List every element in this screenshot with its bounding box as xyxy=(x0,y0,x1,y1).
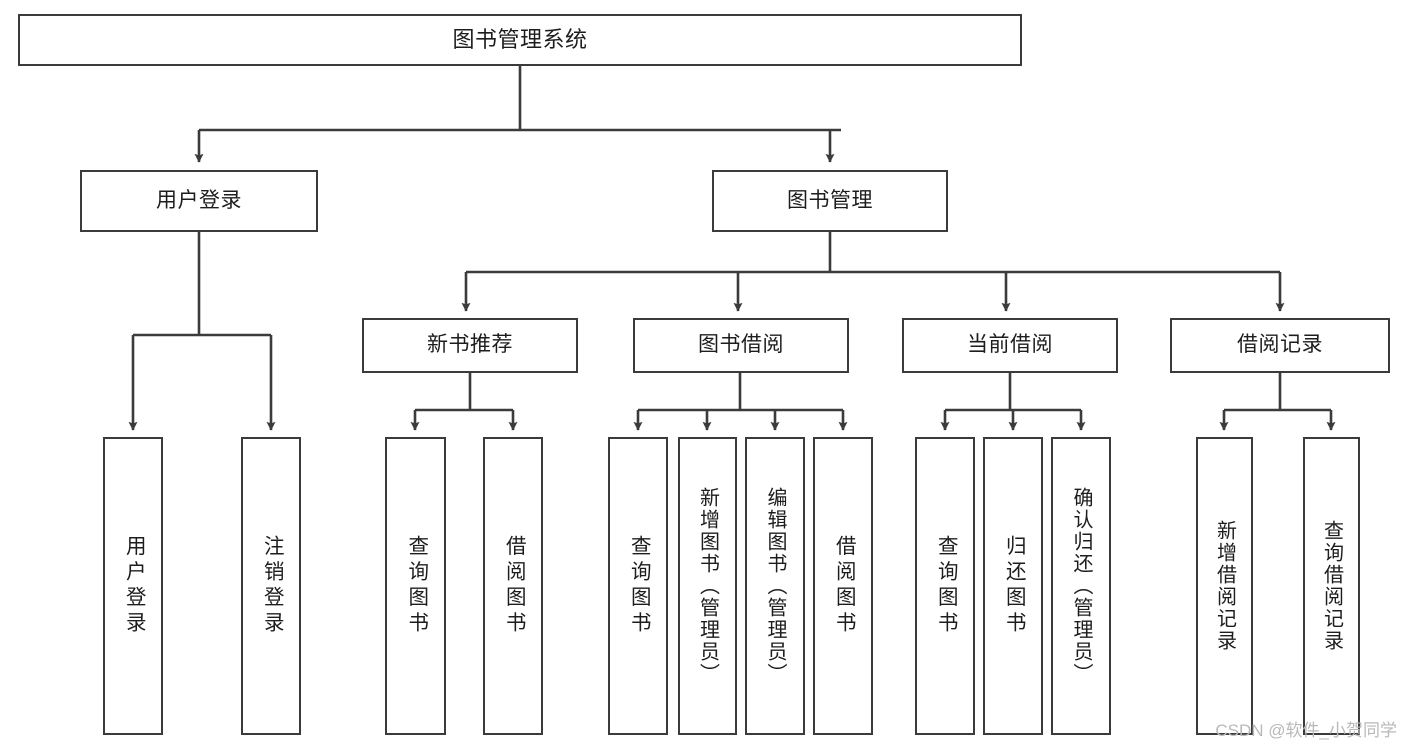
csdn-watermark: CSDN @软件_小贺同学 xyxy=(1215,721,1397,740)
node-leaf-query-book-1[interactable]: 查询图书 xyxy=(385,437,446,735)
node-label: 注销登录 xyxy=(260,535,284,637)
node-leaf-query-book-2[interactable]: 查询图书 xyxy=(608,437,668,735)
node-leaf-borrow-book-2[interactable]: 借阅图书 xyxy=(813,437,873,735)
node-label: 借阅图书 xyxy=(832,535,856,637)
node-label: 借阅图书 xyxy=(502,535,526,637)
node-leaf-add-record[interactable]: 新增借阅记录 xyxy=(1196,437,1253,735)
node-label: 用户登录 xyxy=(122,535,146,637)
node-leaf-add-book[interactable]: 新增图书（管理员） xyxy=(678,437,737,735)
node-label: 用户登录 xyxy=(156,188,242,212)
node-leaf-query-record[interactable]: 查询借阅记录 xyxy=(1303,437,1360,735)
node-label: 图书借阅 xyxy=(698,333,784,357)
node-label: 图书管理 xyxy=(787,188,873,212)
node-root-book-management-system[interactable]: 图书管理系统 xyxy=(18,14,1022,66)
node-label: 归还图书 xyxy=(1002,535,1026,637)
node-label: 新书推荐 xyxy=(427,333,513,357)
node-label: 查询借阅记录 xyxy=(1320,520,1343,652)
node-label: 新增借阅记录 xyxy=(1213,520,1236,652)
node-label: 图书管理系统 xyxy=(452,27,588,53)
node-leaf-user-login[interactable]: 用户登录 xyxy=(103,437,163,735)
node-leaf-edit-book[interactable]: 编辑图书（管理员） xyxy=(745,437,805,735)
node-leaf-logout[interactable]: 注销登录 xyxy=(241,437,301,735)
node-book-management[interactable]: 图书管理 xyxy=(712,170,948,232)
node-label: 查询图书 xyxy=(627,535,651,637)
node-leaf-borrow-book-1[interactable]: 借阅图书 xyxy=(483,437,543,735)
node-leaf-return-book[interactable]: 归还图书 xyxy=(983,437,1043,735)
node-new-book-recommend[interactable]: 新书推荐 xyxy=(362,318,578,373)
node-label: 借阅记录 xyxy=(1237,333,1323,357)
node-label: 查询图书 xyxy=(404,535,428,637)
node-leaf-confirm-return[interactable]: 确认归还（管理员） xyxy=(1051,437,1111,735)
node-borrow-record[interactable]: 借阅记录 xyxy=(1170,318,1390,373)
node-user-login[interactable]: 用户登录 xyxy=(80,170,318,232)
node-current-borrow[interactable]: 当前借阅 xyxy=(902,318,1118,373)
node-label: 确认归还（管理员） xyxy=(1070,487,1092,685)
node-label: 当前借阅 xyxy=(967,333,1053,357)
node-label: 查询图书 xyxy=(934,535,958,637)
node-label: 新增图书（管理员） xyxy=(696,487,719,685)
node-leaf-query-book-3[interactable]: 查询图书 xyxy=(915,437,975,735)
node-label: 编辑图书（管理员） xyxy=(764,487,786,685)
node-book-borrow[interactable]: 图书借阅 xyxy=(633,318,849,373)
